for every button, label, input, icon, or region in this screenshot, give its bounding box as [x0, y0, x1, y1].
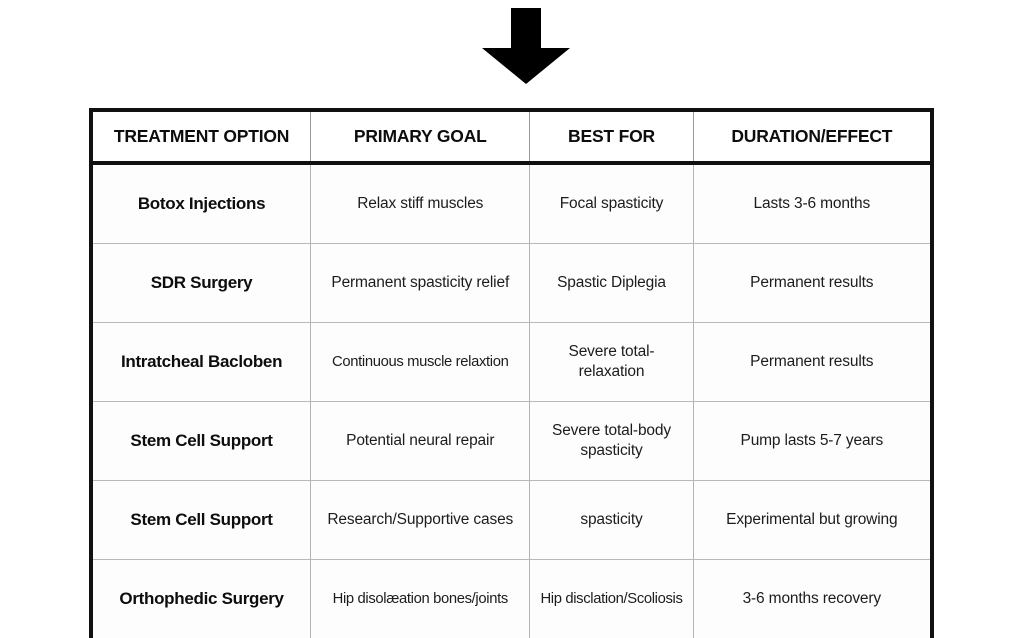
cell-duration-effect: Permanent results [693, 323, 930, 402]
table-row: Stem Cell Support Research/Supportive ca… [93, 481, 930, 560]
cell-best-for: Focal spasticity [530, 163, 693, 244]
table-row: Stem Cell Support Potential neural repai… [93, 402, 930, 481]
table-row: Botox Injections Relax stiff muscles Foc… [93, 163, 930, 244]
treatment-options-table: TREATMENT OPTION PRIMARY GOAL BEST FOR D… [89, 108, 934, 638]
table-row: Intratcheal Bacloben Continuous muscle r… [93, 323, 930, 402]
cell-duration-effect: 3-6 months recovery [693, 560, 930, 638]
column-header-primary-goal: PRIMARY GOAL [311, 112, 530, 163]
cell-primary-goal: Hip disolæation bones/joints [311, 560, 530, 638]
cell-primary-goal: Research/Supportive cases [311, 481, 530, 560]
column-header-treatment-option: TREATMENT OPTION [93, 112, 311, 163]
cell-treatment-option: Stem Cell Support [93, 481, 311, 560]
cell-duration-effect: Experimental but growing [693, 481, 930, 560]
cell-primary-goal: Potential neural repair [311, 402, 530, 481]
cell-duration-effect: Lasts 3-6 months [693, 163, 930, 244]
cell-treatment-option: Intratcheal Bacloben [93, 323, 311, 402]
cell-treatment-option: Stem Cell Support [93, 402, 311, 481]
cell-primary-goal: Continuous muscle relaxtion [311, 323, 530, 402]
cell-best-for: Severe total-body spasticity [530, 402, 693, 481]
table-row: Orthophedic Surgery Hip disolæation bone… [93, 560, 930, 638]
cell-best-for: Hip disclation/Scoliosis [530, 560, 693, 638]
cell-primary-goal: Relax stiff muscles [311, 163, 530, 244]
cell-treatment-option: SDR Surgery [93, 244, 311, 323]
cell-duration-effect: Permanent results [693, 244, 930, 323]
cell-best-for: Severe total-relaxation [530, 323, 693, 402]
table-row: SDR Surgery Permanent spasticity relief … [93, 244, 930, 323]
cell-best-for: Spastic Diplegia [530, 244, 693, 323]
column-header-best-for: BEST FOR [530, 112, 693, 163]
page-root: TREATMENT OPTION PRIMARY GOAL BEST FOR D… [0, 0, 1024, 576]
cell-duration-effect: Pump lasts 5-7 years [693, 402, 930, 481]
cell-treatment-option: Orthophedic Surgery [93, 560, 311, 638]
arrow-down-icon [480, 8, 572, 84]
cell-treatment-option: Botox Injections [93, 163, 311, 244]
table-header-row: TREATMENT OPTION PRIMARY GOAL BEST FOR D… [93, 112, 930, 163]
column-header-duration-effect: DURATION/EFFECT [693, 112, 930, 163]
cell-primary-goal: Permanent spasticity relief [311, 244, 530, 323]
cell-best-for: spasticity [530, 481, 693, 560]
